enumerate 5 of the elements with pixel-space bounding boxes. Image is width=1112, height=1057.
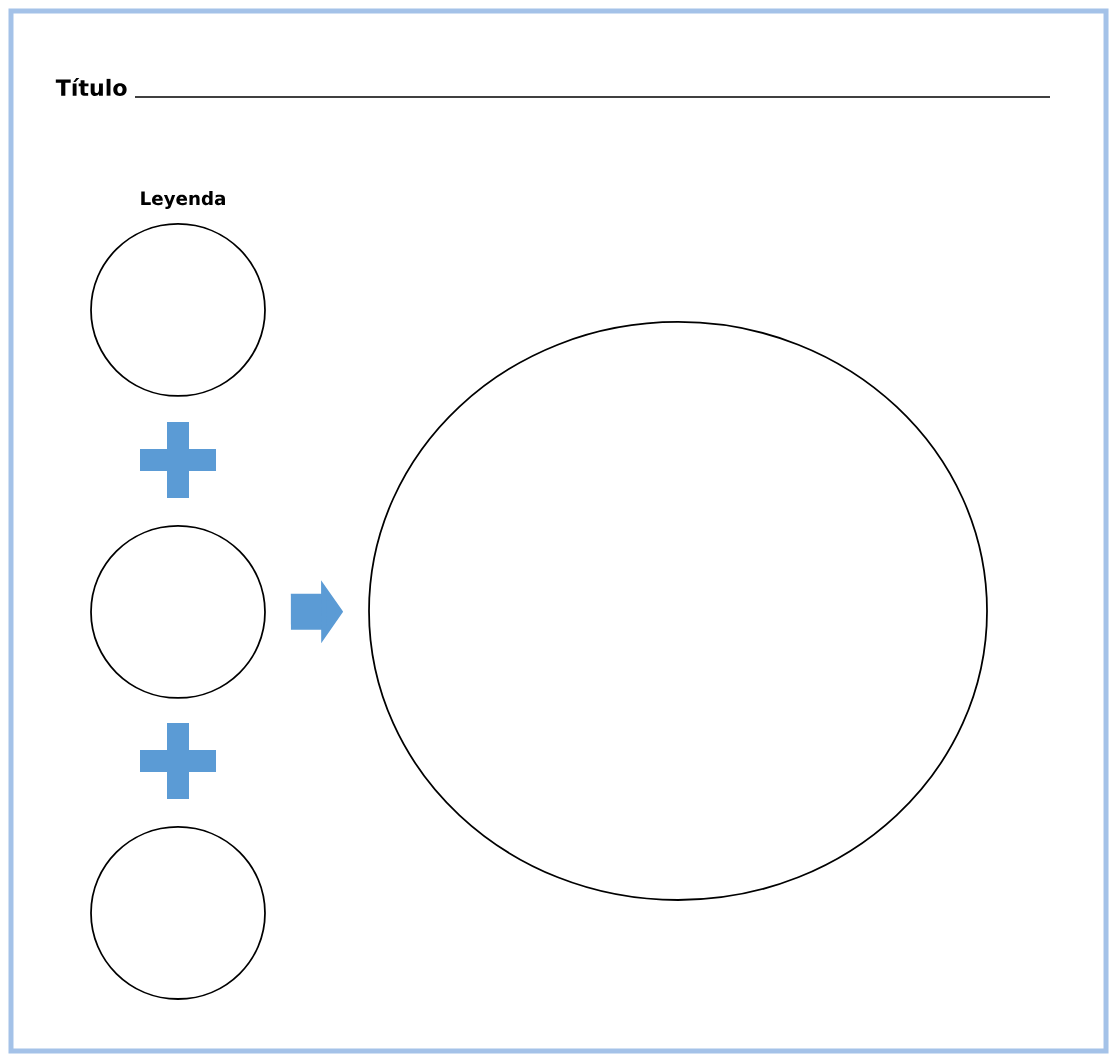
title: Título	[55, 77, 127, 96]
circle	[90, 525, 266, 699]
circle	[90, 223, 266, 397]
circle	[368, 321, 988, 901]
circle	[90, 826, 266, 1000]
